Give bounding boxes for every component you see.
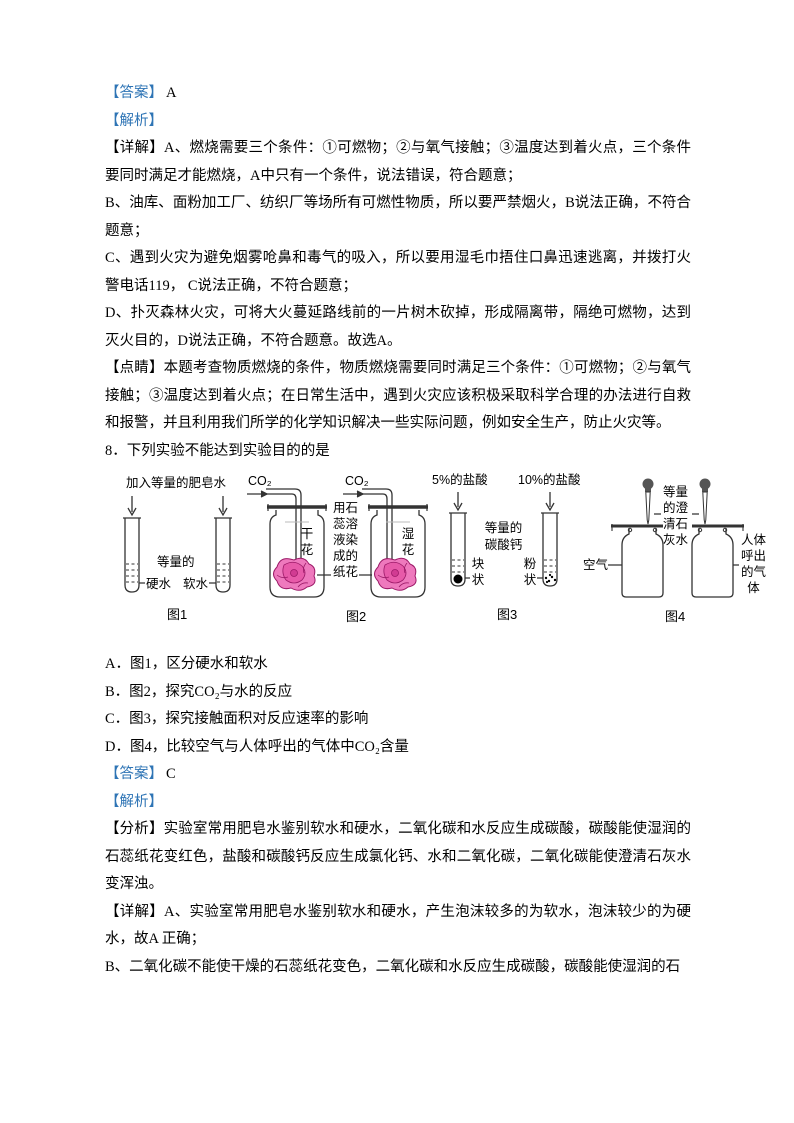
fig1-soft-water-label: 软水	[183, 577, 209, 591]
fig3-powder-label: 粉状	[523, 557, 537, 587]
q7-detail-a: 【详解】A、燃烧需要三个条件：①可燃物；②与氧气接触；③温度达到着火点，三个条件…	[105, 140, 691, 184]
fig2-co2-label-right: CO₂	[345, 474, 369, 488]
q8-detail-b-partial: B、二氧化碳不能使干燥的石蕊纸花变色，二氧化碳和水反应生成碳酸，碳酸能使湿润的石	[105, 958, 681, 975]
fig2-dry-flower-label: 干花	[300, 527, 314, 557]
q8-answer-value: C	[166, 766, 176, 782]
q7-detail-b: B、油库、面粉加工厂、纺织厂等场所有可燃性物质，所以要严禁烟火，B说法正确，不符…	[105, 195, 691, 239]
answer-label: 【答案】	[105, 766, 163, 782]
fig4-limewater-label: 等量的澄清石灰水	[662, 485, 688, 547]
q7-detail-c: C、遇到火灾为避免烟雾呛鼻和毒气的吸入，所以要用湿毛巾捂住口鼻迅速逃离，并拨打火…	[105, 250, 691, 294]
fig3-acid10-label: 10%的盐酸	[518, 473, 581, 487]
fig1-shapes	[123, 496, 232, 593]
q7-detail-d: D、扑灭森林火灾，可将大火蔓延路线前的一片树木砍掉，形成隔离带，隔绝可燃物，达到…	[105, 305, 691, 349]
q8-analysis-label: 【解析】	[105, 793, 163, 810]
fig3-shapes	[449, 492, 559, 587]
fig4-air-label: 空气	[583, 558, 609, 572]
q8-figure-strip: 加入等量的肥皂水 等量的 硬水 软水 图1 CO₂ CO₂ 干花 湿花 用石蕊溶…	[95, 470, 794, 630]
q7-tips: 【点睛】本题考查物质燃烧的条件，物质燃烧需要同时满足三个条件：①可燃物；②与氧气…	[105, 360, 691, 431]
q8-analysis-text: 【分析】实验室常用肥皂水鉴别软水和硬水，二氧化碳和水反应生成碳酸，碳酸能使湿润的…	[105, 821, 691, 892]
fig2-co2-label-left: CO₂	[248, 474, 272, 488]
fig1-hard-water-label: 硬水	[146, 577, 172, 591]
fig3-caption: 图3	[497, 607, 518, 622]
q8-option-d: D．图4，比较空气与人体呼出的气体中CO₂含量	[105, 738, 409, 755]
fig1-equal-label: 等量的	[157, 555, 195, 569]
q7-answer-line: 【答案】A	[105, 80, 691, 108]
q8-option-c: C．图3，探究接触面积对反应速率的影响	[105, 711, 369, 727]
fig2-shapes	[247, 488, 428, 598]
q8-detail-a: 【详解】A、实验室常用肥皂水鉴别软水和硬水，产生泡沫较多的为软水，泡沫较少的为硬…	[105, 903, 691, 948]
fig3-acid5-label: 5%的盐酸	[432, 473, 488, 487]
fig3-equal-carbonate-label: 等量的碳酸钙	[484, 521, 523, 552]
q8-question: 8．下列实验不能达到实验目的的是	[105, 442, 330, 459]
fig2-wet-flower-label: 湿花	[401, 527, 415, 557]
fig4-exhaled-gas-label: 人体呼出的气体	[740, 533, 766, 595]
fig2-litmus-paper-label: 用石蕊溶液染成的纸花	[332, 501, 358, 579]
powder-carbonate-icon	[544, 573, 557, 584]
experiment-diagrams	[123, 478, 744, 598]
fig4-caption: 图4	[665, 609, 686, 624]
dropper-icon-left	[642, 478, 654, 525]
lump-carbonate-icon	[453, 574, 463, 584]
q7-answer-value: A	[166, 85, 177, 101]
answer-label: 【答案】	[105, 85, 163, 101]
fig3-lump-label: 块状	[471, 557, 485, 587]
wet-flower-icon	[374, 557, 417, 591]
dry-flower-icon	[273, 557, 316, 591]
fig2-caption: 图2	[346, 609, 367, 624]
document-content: 【答案】A 【解析】 【详解】A、燃烧需要三个条件：①可燃物；②与氧气接触；③温…	[105, 80, 766, 981]
dropper-icon-right	[699, 478, 711, 525]
fig1-caption: 图1	[167, 607, 188, 622]
fig1-top-label: 加入等量的肥皂水	[126, 476, 227, 490]
q8-option-a: A．图1，区分硬水和软水	[105, 656, 268, 672]
q7-analysis-label: 【解析】	[105, 112, 163, 129]
q8-option-b: B．图2，探究CO₂与水的反应	[105, 683, 293, 700]
q8-answer-line: 【答案】C	[105, 761, 691, 789]
fig4-shapes	[608, 513, 744, 598]
